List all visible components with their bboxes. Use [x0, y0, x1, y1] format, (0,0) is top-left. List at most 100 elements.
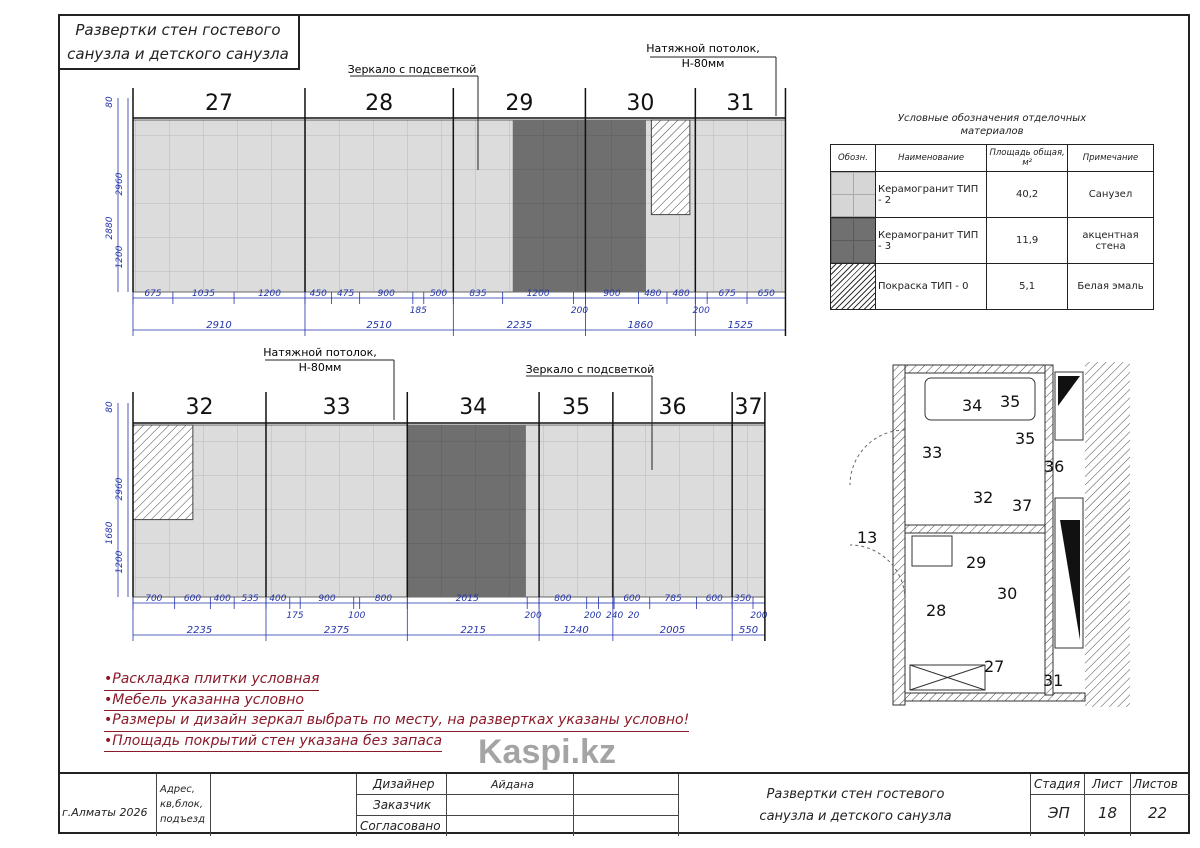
height-dimension-label: 2960: [115, 477, 125, 500]
dimension-label: 1035: [192, 289, 215, 299]
legend-caption-2: материалов: [960, 126, 1024, 137]
dimension-label: 600: [623, 594, 640, 604]
legend-table: Обозн. Наименование Площадь общая, м² Пр…: [830, 144, 1154, 310]
dimension-label: 200: [571, 306, 588, 316]
segment-number: 35: [562, 395, 590, 420]
legend-header: Площадь общая, м²: [986, 144, 1069, 172]
paint-area: [650, 119, 691, 216]
drawing-title: Развертки стен гостевого санузла и детск…: [58, 14, 300, 70]
ceiling-height-bottom: Н-80мм: [299, 361, 342, 374]
note-item: •Раскладка плитки условная: [104, 670, 320, 691]
height-dimension-label: 2960: [115, 172, 125, 195]
accent-tile-area: [407, 425, 526, 597]
legend-header: Примечание: [1067, 144, 1154, 172]
ceiling-height-top: Н-80мм: [682, 57, 725, 70]
dimension-label: 1200: [527, 289, 550, 299]
dimension-label: 700: [145, 594, 162, 604]
dimension-label: 400: [269, 594, 286, 604]
wall-elevation: [304, 119, 454, 293]
swatch-paint-type-0: [831, 264, 875, 309]
dimension-label: 900: [318, 594, 335, 604]
dimension-label: 2015: [456, 594, 479, 604]
designer-label: Дизайнер: [373, 777, 435, 791]
total-dimension-label: 550: [739, 625, 758, 636]
stage-value: ЭП: [1048, 804, 1070, 822]
dimension-label: 240: [606, 611, 623, 621]
ceiling-annotation-bottom: Натяжной потолок,: [263, 346, 376, 359]
dimension-label: 675: [719, 289, 736, 299]
drawing-frame: [58, 14, 1190, 834]
ceiling-annotation-top: Натяжной потолок,: [646, 42, 759, 55]
sheet-label: Лист: [1092, 777, 1123, 791]
dimension-label: 900: [378, 289, 395, 299]
wall-elevation: [538, 424, 614, 598]
dimension-label: 100: [348, 611, 365, 621]
city-year: г.Алматы 2026: [62, 806, 148, 819]
total-dimension-label: 2005: [660, 625, 685, 636]
segment-number: 27: [205, 91, 233, 116]
wall-elevation: [694, 119, 786, 293]
dimension-label: 400: [214, 594, 231, 604]
dimension-label: 450: [310, 289, 327, 299]
legend-name: Покраска ТИП - 0: [874, 263, 988, 310]
dimension-label: 175: [286, 611, 303, 621]
legend-area: 11,9: [986, 217, 1069, 264]
legend-name: Керамогранит ТИП - 2: [874, 171, 988, 218]
dimension-label: 600: [184, 594, 201, 604]
segment-number: 30: [626, 91, 654, 116]
dimension-label: 800: [375, 594, 392, 604]
dimension-label: 350: [734, 594, 751, 604]
dimension-label: 200: [525, 611, 542, 621]
title-line-1: Развертки стен гостевого: [75, 21, 281, 39]
legend-row: Керамогранит ТИП - 3 11,9 акцентная стен…: [830, 217, 1154, 264]
dimension-label: 500: [430, 289, 447, 299]
total-dimension-label: 1860: [628, 320, 653, 331]
dimension-label: 650: [758, 289, 775, 299]
notes-list: •Раскладка плитки условная •Мебель указа…: [104, 670, 690, 752]
total-dimension-label: 1525: [728, 320, 753, 331]
height-dimension-label: 80: [105, 401, 115, 413]
swatch-tile-type-2: [831, 172, 875, 217]
paint-area: [132, 424, 194, 521]
segment-number: 33: [323, 395, 351, 420]
dimension-label: 185: [410, 306, 427, 316]
watermark-logo: Kaspi.kz: [478, 733, 616, 771]
sheets-value: 22: [1148, 804, 1168, 822]
sheet-title: Развертки стен гостевого: [766, 787, 945, 802]
total-dimension-label: 2215: [460, 625, 485, 636]
wall-elevation: [612, 424, 733, 598]
legend-header: Наименование: [874, 144, 988, 172]
title-line-2: санузла и детского санузла: [67, 45, 289, 63]
legend-header: Обозн.: [830, 144, 876, 172]
mirror-annotation-top: Зеркало с подсветкой: [348, 63, 477, 76]
segment-number: 32: [185, 395, 213, 420]
total-dimension-label: 1240: [563, 625, 588, 636]
sheet-title-2: санузла и детского санузла: [759, 809, 952, 824]
dimension-label: 200: [693, 306, 710, 316]
dimension-label: 475: [337, 289, 354, 299]
segment-number: 28: [365, 91, 393, 116]
height-dimension-label: 80: [105, 96, 115, 108]
dimension-label: 675: [144, 289, 161, 299]
height-dimension-label: 2880: [105, 216, 115, 239]
segment-number: 31: [726, 91, 754, 116]
legend-note: Белая эмаль: [1067, 263, 1154, 310]
title-block: г.Алматы 2026 Адрес, кв,блок, подъезд Ди…: [58, 772, 1190, 836]
legend-area: 5,1: [986, 263, 1069, 310]
dimension-label: 535: [241, 594, 258, 604]
height-dimension-label: 1200: [115, 245, 125, 268]
wall-elevation: [132, 119, 306, 293]
dimension-label: 200: [750, 611, 767, 621]
sheet-value: 18: [1098, 804, 1118, 822]
dimension-label: 20: [628, 611, 640, 621]
wall-elevation: [265, 424, 408, 598]
total-dimension-label: 2235: [507, 320, 532, 331]
total-dimension-label: 2910: [206, 320, 231, 331]
segment-number: 34: [459, 395, 487, 420]
dimension-label: 600: [706, 594, 723, 604]
dimension-label: 785: [665, 594, 682, 604]
legend-caption: Условные обозначения отделочных: [897, 113, 1087, 124]
dimension-label: 480: [644, 289, 661, 299]
designer-name: Айдана: [491, 778, 534, 791]
wall-elevation: [731, 424, 766, 598]
